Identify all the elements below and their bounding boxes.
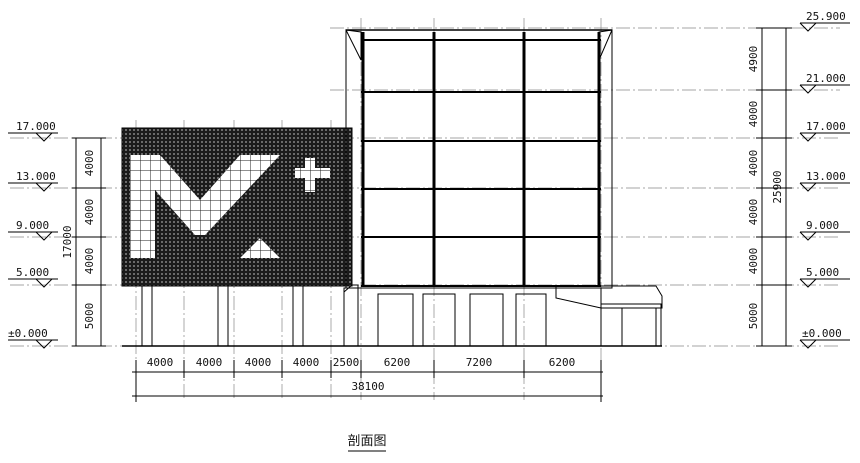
column-1 xyxy=(141,285,153,347)
right-vertical-dim: 4000 xyxy=(747,101,760,128)
bottom-dim: 4000 xyxy=(147,356,174,369)
left-vertical-dimension-lines xyxy=(72,137,106,347)
right-vertical-dim: 4000 xyxy=(747,199,760,226)
mesh-screen-block xyxy=(121,127,353,347)
right-level-label: 5.000 xyxy=(806,266,839,279)
bottom-dim: 6200 xyxy=(384,356,411,369)
right-vertical-dim: 4900 xyxy=(747,46,760,73)
right-level-label: 21.000 xyxy=(806,72,846,85)
left-vertical-dim: 4000 xyxy=(83,248,96,275)
right-level-label: ±0.000 xyxy=(802,327,842,340)
left-level-label: 17.000 xyxy=(16,120,56,133)
right-vertical-dim: 4000 xyxy=(747,150,760,177)
overall-width-dim: 38100 xyxy=(351,380,384,393)
left-level-markers xyxy=(8,132,58,349)
left-level-label: 5.000 xyxy=(16,266,49,279)
right-level-markers xyxy=(799,22,850,349)
left-vertical-dim: 4000 xyxy=(83,199,96,226)
right-level-label: 9.000 xyxy=(806,219,839,232)
screen-pattern-v xyxy=(130,155,280,258)
bottom-dim: 4000 xyxy=(196,356,223,369)
bottom-dim: 6200 xyxy=(549,356,576,369)
left-vertical-dim: 4000 xyxy=(83,150,96,177)
screen-pattern-plus xyxy=(295,158,330,192)
bottom-dim: 4000 xyxy=(245,356,272,369)
bottom-dim: 4000 xyxy=(293,356,320,369)
drawing-caption: 剖面图 xyxy=(347,434,386,449)
bottom-dimension-lines xyxy=(132,360,603,402)
column-2 xyxy=(217,285,229,347)
right-total-height: 25900 xyxy=(771,170,784,203)
right-level-label: 13.000 xyxy=(806,170,846,183)
left-vertical-dim: 5000 xyxy=(83,303,96,330)
right-vertical-dimension-lines xyxy=(756,27,792,347)
left-level-label: 9.000 xyxy=(16,219,49,232)
bottom-dim: 7200 xyxy=(466,356,493,369)
left-level-label: 13.000 xyxy=(16,170,56,183)
left-level-label: ±0.000 xyxy=(8,327,48,340)
right-vertical-dim: 5000 xyxy=(747,303,760,330)
right-vertical-dim: 4000 xyxy=(747,248,760,275)
right-level-label: 17.000 xyxy=(806,120,846,133)
bottom-dim: 2500 xyxy=(333,356,360,369)
column-3 xyxy=(292,285,304,347)
screen-pattern-triangle xyxy=(240,238,280,258)
main-building xyxy=(343,29,663,347)
left-total-height: 17000 xyxy=(61,225,74,258)
right-level-label: 25.900 xyxy=(806,10,846,23)
